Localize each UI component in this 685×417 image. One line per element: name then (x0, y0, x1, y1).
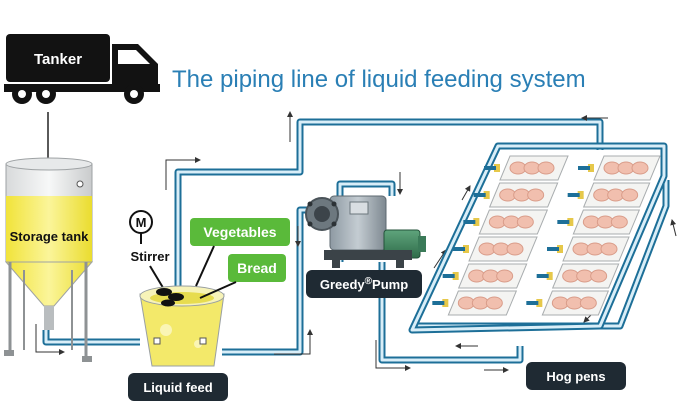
liquid-feed-bucket (139, 285, 225, 367)
pig (631, 161, 649, 175)
stirrer-label: Stirrer (130, 249, 169, 264)
hog-pens (408, 142, 668, 334)
pump-mark: ® (365, 276, 373, 287)
feeder-trough (567, 218, 574, 226)
pig (600, 242, 618, 256)
hog-pens-tag: Hog pens (526, 362, 626, 390)
feeder-trough (442, 299, 449, 307)
flow-arrows (35, 111, 677, 373)
greedy-pump (305, 195, 426, 268)
feeder-trough (483, 191, 490, 199)
pig (496, 269, 514, 283)
feeder-trough (463, 245, 469, 253)
stirrer-motor: M Stirrer (129, 210, 170, 297)
storage-tank-label: Storage tank (10, 229, 90, 244)
pig (610, 215, 628, 229)
feeder-trough (473, 218, 480, 226)
liquid-feed-tag: Liquid feed (128, 373, 228, 401)
vegetables-pointer (195, 245, 215, 287)
storage-tank: Storage tank (4, 157, 94, 362)
feeder-trough (557, 245, 563, 253)
bread-pointer (199, 281, 237, 299)
vegetables-tag: Vegetables (190, 218, 290, 246)
liquid-feed-label: Liquid feed (143, 380, 212, 395)
feeder-trough (536, 299, 543, 307)
motor-symbol: M (136, 215, 147, 230)
pump-label-text: Greedy®Pump (320, 276, 408, 292)
pen-frame-pipe-inner (410, 144, 666, 332)
pig (485, 296, 503, 310)
tanker-label: Tanker (34, 51, 82, 68)
pig (527, 188, 545, 202)
feeder-trough (494, 164, 500, 172)
vegetables-label: Vegetables (203, 224, 276, 240)
pig (590, 269, 608, 283)
pig (579, 296, 597, 310)
bread-tag: Bread (228, 254, 286, 282)
hog-pens-label: Hog pens (546, 369, 605, 384)
pig (621, 188, 639, 202)
pump-word: Pump (372, 277, 408, 292)
feeder-trough (577, 191, 584, 199)
bread-label: Bread (237, 260, 277, 276)
pump-name: Greedy (320, 277, 366, 292)
pig (506, 242, 524, 256)
tanker-truck: Tanker (4, 34, 160, 104)
feeder-trough (452, 272, 459, 280)
feeder-trough (546, 272, 553, 280)
diagram-title: The piping line of liquid feeding system (172, 66, 586, 93)
pump-tag: Greedy®Pump (306, 270, 422, 298)
pig (537, 161, 555, 175)
feeder-trough (588, 164, 594, 172)
pig (516, 215, 534, 229)
